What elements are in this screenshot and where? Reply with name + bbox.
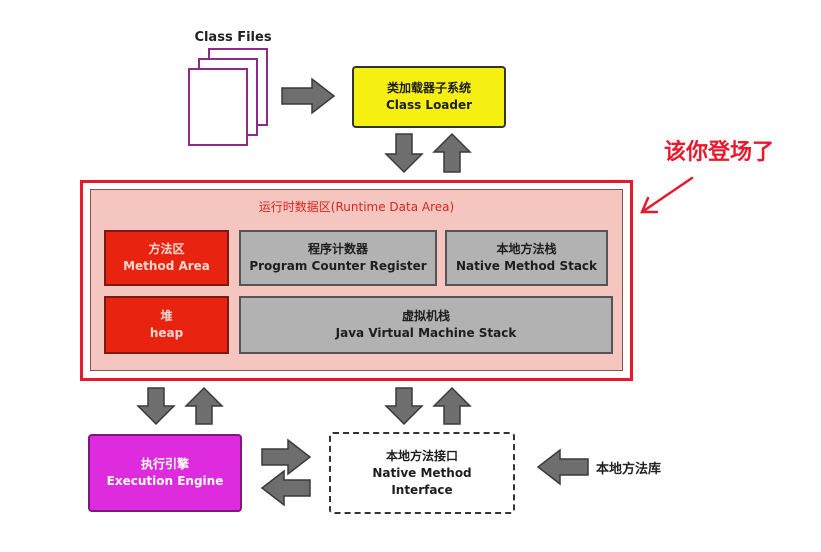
class-loader-zh: 类加载器子系统 [386,81,471,95]
class-loader-box: 类加载器子系统 Class Loader [352,66,506,128]
jvm-stack-en: Java Virtual Machine Stack [335,326,517,340]
program-counter-zh: 程序计数器 [307,242,368,256]
arrow-left-icon [260,469,311,507]
annotation-text: 该你登场了 [664,140,775,165]
arrow-right-icon [261,438,312,476]
heap-box: 堆 heap [104,296,229,354]
native-interface-en-line1: Native Method [372,465,472,480]
arrow-up-icon [432,386,472,425]
execution-engine-en: Execution Engine [106,474,224,488]
arrow-right-icon [281,77,336,115]
native-library-label: 本地方法库 [596,462,662,477]
native-interface-box: 本地方法接口 Native Method Interface [329,432,515,514]
heap-zh: 堆 [160,309,173,323]
class-files-label: Class Files [194,30,272,45]
native-interface-en-line2: Interface [391,482,453,497]
native-interface-zh: 本地方法接口 [385,448,458,463]
method-area-en: Method Area [123,259,210,273]
method-area-box: 方法区 Method Area [104,230,229,286]
method-area-zh: 方法区 [148,242,185,256]
class-loader-en: Class Loader [385,98,473,112]
execution-engine-box: 执行引擎 Execution Engine [88,434,242,512]
program-counter-en: Program Counter Register [249,259,427,273]
arrow-down-icon [384,387,424,426]
program-counter-box: 程序计数器 Program Counter Register [239,230,437,286]
arrow-left-icon [536,448,589,486]
execution-engine-zh: 执行引擎 [140,457,189,471]
arrow-up-icon [184,386,224,425]
native-method-stack-box: 本地方法栈 Native Method Stack [445,230,608,286]
class-files-icon [188,48,270,148]
arrow-up-icon [432,132,472,173]
native-method-stack-zh: 本地方法栈 [496,242,557,256]
jvm-stack-box: 虚拟机栈 Java Virtual Machine Stack [239,296,613,354]
native-method-stack-en: Native Method Stack [455,259,598,273]
runtime-data-area-title: 运行时数据区(Runtime Data Area) [258,200,455,214]
heap-en: heap [149,326,184,340]
arrow-down-icon [136,387,176,426]
jvm-stack-zh: 虚拟机栈 [401,309,450,323]
annotation-pointer-icon [640,176,694,214]
arrow-down-icon [384,133,424,174]
